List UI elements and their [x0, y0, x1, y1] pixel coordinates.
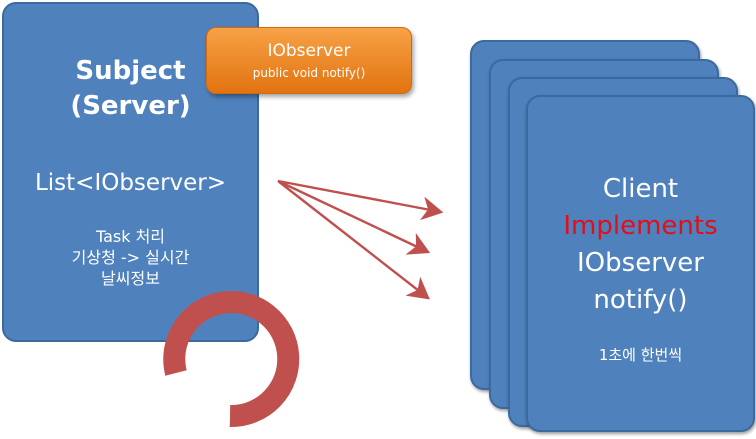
subject-description: Task 처리 기상청 -> 실시간 날씨정보	[4, 226, 257, 289]
observer-list-label: List<IObserver>	[34, 170, 227, 196]
client-method-label: notify()	[593, 285, 688, 315]
client-text: Client Implements IObserver notify()	[528, 171, 753, 319]
subject-title-line1: Subject	[75, 56, 186, 86]
subject-desc-line1: Task 처리	[95, 227, 166, 246]
client-implements-label: Implements	[563, 211, 718, 241]
client-interface-label: IObserver	[577, 248, 704, 278]
iobserver-tag-title: IObserver	[267, 41, 351, 61]
iobserver-tag-method: public void notify()	[252, 66, 366, 80]
client-label: Client	[602, 174, 679, 204]
loop-arc-icon	[163, 291, 300, 428]
subject-title: Subject (Server)	[4, 54, 257, 124]
client-frequency-label: 1초에 한번씩	[598, 346, 683, 364]
notify-arrow-2	[277, 179, 431, 255]
subject-desc-line3: 날씨정보	[101, 269, 160, 288]
client-card-front: Client Implements IObserver notify() 1초에…	[526, 95, 755, 432]
iobserver-interface-tag: IObserver public void notify()	[206, 27, 412, 94]
subject-title-line2: (Server)	[70, 91, 191, 121]
notify-arrow-3	[277, 180, 430, 300]
notify-arrow-1	[277, 179, 444, 221]
subject-desc-line2: 기상청 -> 실시간	[71, 248, 190, 267]
